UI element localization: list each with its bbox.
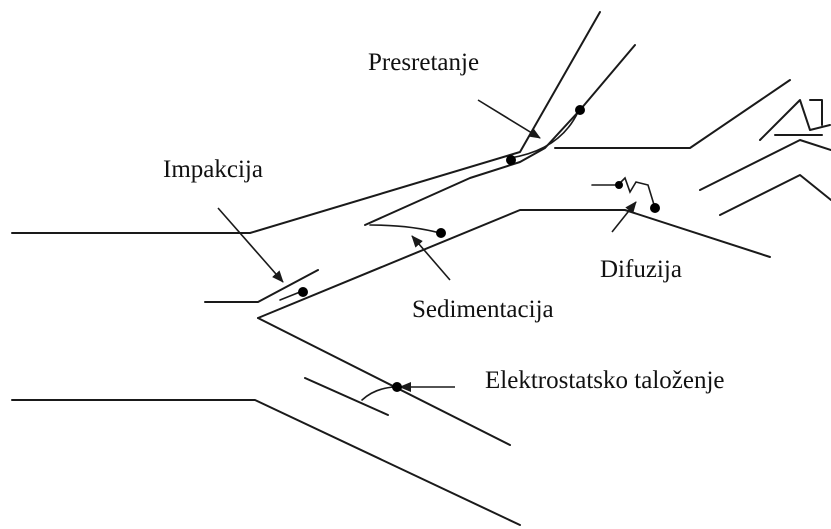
right-branch-wall — [554, 79, 791, 149]
lower-branch-cross — [304, 377, 389, 416]
label-sedimentation: Sedimentacija — [412, 296, 554, 323]
bronchiole-5 — [809, 99, 823, 126]
interception-arrow — [477, 99, 541, 139]
impaction-arrow — [217, 207, 284, 283]
particle-impaction — [298, 287, 308, 297]
particle-interception — [506, 155, 516, 165]
particle-diffusion — [650, 203, 660, 213]
particle-electrostatic — [392, 382, 402, 392]
particle-diffusion-start — [615, 181, 623, 189]
upper-right-wall — [579, 44, 636, 111]
particle-sedimentation — [436, 228, 446, 238]
particle-interception-upper — [575, 105, 585, 115]
bronchus-main-wall — [257, 209, 771, 319]
upper-bronchus-wall — [364, 109, 581, 226]
electrostatic-path — [361, 386, 396, 401]
sedimentation-arrow — [411, 235, 451, 281]
lower-branch-wall — [257, 317, 511, 446]
sedimentation-path — [369, 224, 441, 234]
impaction-path — [279, 291, 301, 301]
bronchiole-3 — [699, 139, 831, 191]
interception-path — [509, 111, 579, 159]
label-interception: Presretanje — [368, 49, 480, 76]
diffusion-path — [591, 176, 656, 209]
trachea-upper-wall — [11, 11, 601, 234]
diffusion-arrow — [611, 201, 637, 233]
bronchus-inner-wall — [204, 269, 319, 303]
label-diffusion: Difuzija — [600, 256, 682, 283]
bronchiole-4 — [719, 174, 831, 216]
trachea-lower-wall — [11, 399, 521, 526]
label-impaction: Impakcija — [163, 156, 263, 183]
bronchiole-1 — [759, 99, 831, 141]
label-electrostatic: Elektrostatsko taloženje — [485, 367, 725, 394]
